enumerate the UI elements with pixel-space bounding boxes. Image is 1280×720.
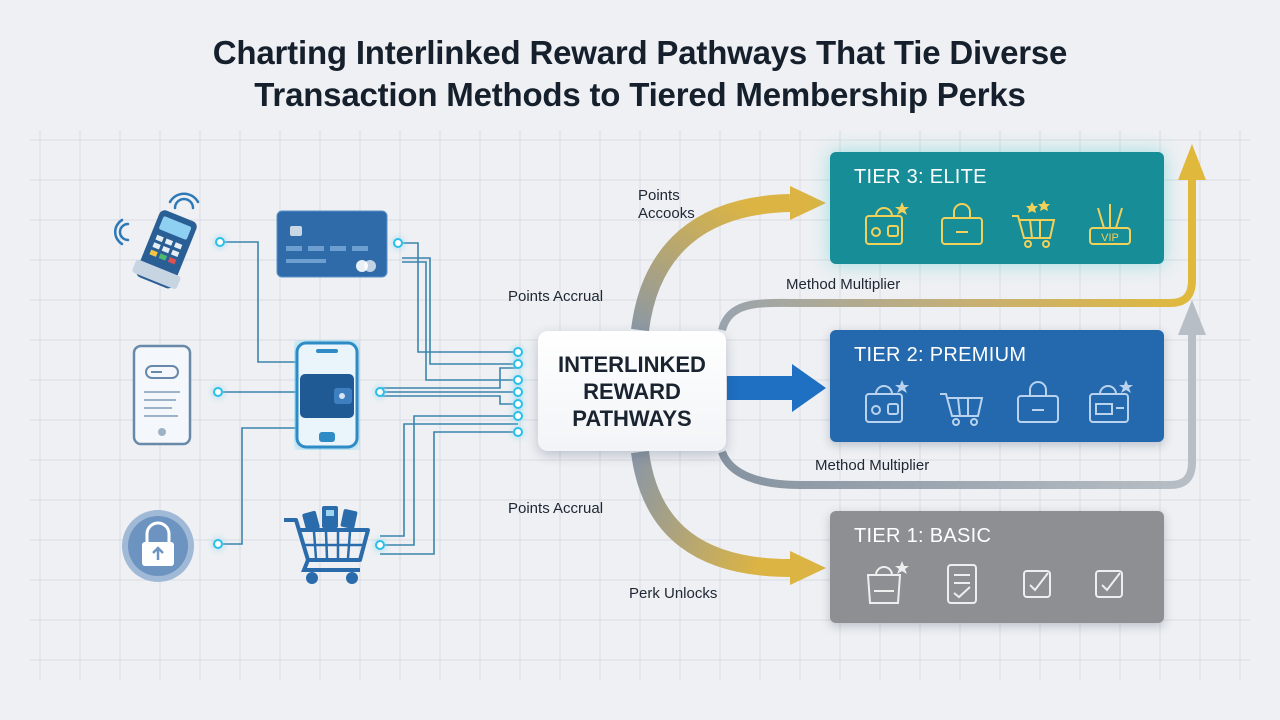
- connector-cart-a: [380, 415, 518, 546]
- connector-wallet-c: [380, 395, 518, 405]
- multiplier-bottom-head: [1178, 300, 1206, 335]
- multiplier-top-head: [1178, 144, 1206, 180]
- label-method-multiplier-bottom: Method Multiplier: [815, 457, 930, 474]
- node: [513, 359, 523, 369]
- node: [513, 347, 523, 357]
- hub-box: INTERLINKED REWARD PATHWAYS: [538, 331, 726, 451]
- arrow-to-premium-head: [792, 364, 826, 412]
- shopping-cart-icon: [284, 506, 370, 584]
- connector-card-c: [402, 257, 518, 365]
- hub-line-1: INTERLINKED: [558, 351, 706, 377]
- bag-card-icon: [1089, 380, 1133, 423]
- connector-lock: [218, 427, 300, 545]
- node: [213, 387, 223, 397]
- cart-star-icon: [1012, 200, 1056, 248]
- method-connectors: [218, 241, 518, 555]
- bag-star-icon: [866, 561, 909, 604]
- tier-card-elite: TIER 3: ELITE VIP: [830, 152, 1164, 264]
- hub-line-3: PATHWAYS: [572, 405, 692, 431]
- label-method-multiplier-top: Method Multiplier: [786, 276, 901, 293]
- vip-text: VIP: [1101, 232, 1119, 244]
- node: [513, 427, 523, 437]
- connector-card-d: [402, 261, 518, 381]
- multiplier-path-bottom: [718, 335, 1196, 489]
- bag-star-icon: [865, 380, 909, 423]
- label-points-accrual-top: Points Accrual: [508, 288, 604, 305]
- check-square-icon: [1023, 570, 1051, 598]
- tier-label: TIER 2: PREMIUM: [854, 344, 1027, 366]
- node: [513, 399, 523, 409]
- connector-nodes: [213, 237, 523, 550]
- check-square-icon: [1095, 570, 1123, 598]
- label-points-accrual-bottom: Points Accrual: [508, 500, 604, 517]
- node: [375, 387, 385, 397]
- phone-receipt-icon: [132, 344, 192, 446]
- vip-ticket-icon: VIP: [1089, 204, 1131, 245]
- arrow-to-basic-head: [790, 551, 826, 585]
- node: [513, 387, 523, 397]
- mobile-wallet-icon: [295, 341, 359, 449]
- lock-bag-icon: [1017, 381, 1059, 423]
- multiplier-path-top: [718, 180, 1196, 332]
- page-title: Charting Interlinked Reward Pathways Tha…: [0, 32, 1280, 116]
- node: [513, 375, 523, 385]
- tier-card-basic: TIER 1: BASIC: [830, 511, 1164, 623]
- secure-lock-icon: [122, 510, 194, 582]
- node: [375, 540, 385, 550]
- card-terminal-icon: [113, 192, 200, 289]
- arrow-to-basic: [631, 450, 791, 577]
- connector-terminal: [220, 241, 300, 363]
- credit-card-icon: [276, 210, 388, 278]
- checklist-icon: [947, 564, 977, 604]
- cart-icon: [940, 393, 984, 426]
- lock-bag-icon: [941, 203, 983, 245]
- bag-star-icon: [865, 202, 909, 245]
- title-line-1: Charting Interlinked Reward Pathways Tha…: [212, 34, 1068, 71]
- title-line-2: Transaction Methods to Tiered Membership…: [254, 76, 1026, 113]
- label-perk-unlocks: Perk Unlocks: [629, 585, 718, 602]
- tier-label: TIER 1: BASIC: [854, 525, 992, 547]
- connector-card-a: [398, 242, 518, 353]
- label-points-accooks: Points Accooks: [638, 187, 695, 222]
- connector-cart-c: [380, 431, 518, 555]
- hub-line-2: REWARD: [583, 378, 681, 404]
- arrow-to-elite: [631, 194, 791, 332]
- tier-card-premium: TIER 2: PREMIUM: [830, 330, 1164, 442]
- tier-label: TIER 3: ELITE: [854, 166, 987, 188]
- node: [513, 411, 523, 421]
- arrow-to-premium: [727, 376, 793, 400]
- node: [393, 238, 403, 248]
- connector-wallet-a: [380, 367, 518, 389]
- node: [213, 539, 223, 549]
- arrow-to-elite-head: [790, 186, 826, 220]
- connector-cart-b: [380, 423, 518, 537]
- node: [215, 237, 225, 247]
